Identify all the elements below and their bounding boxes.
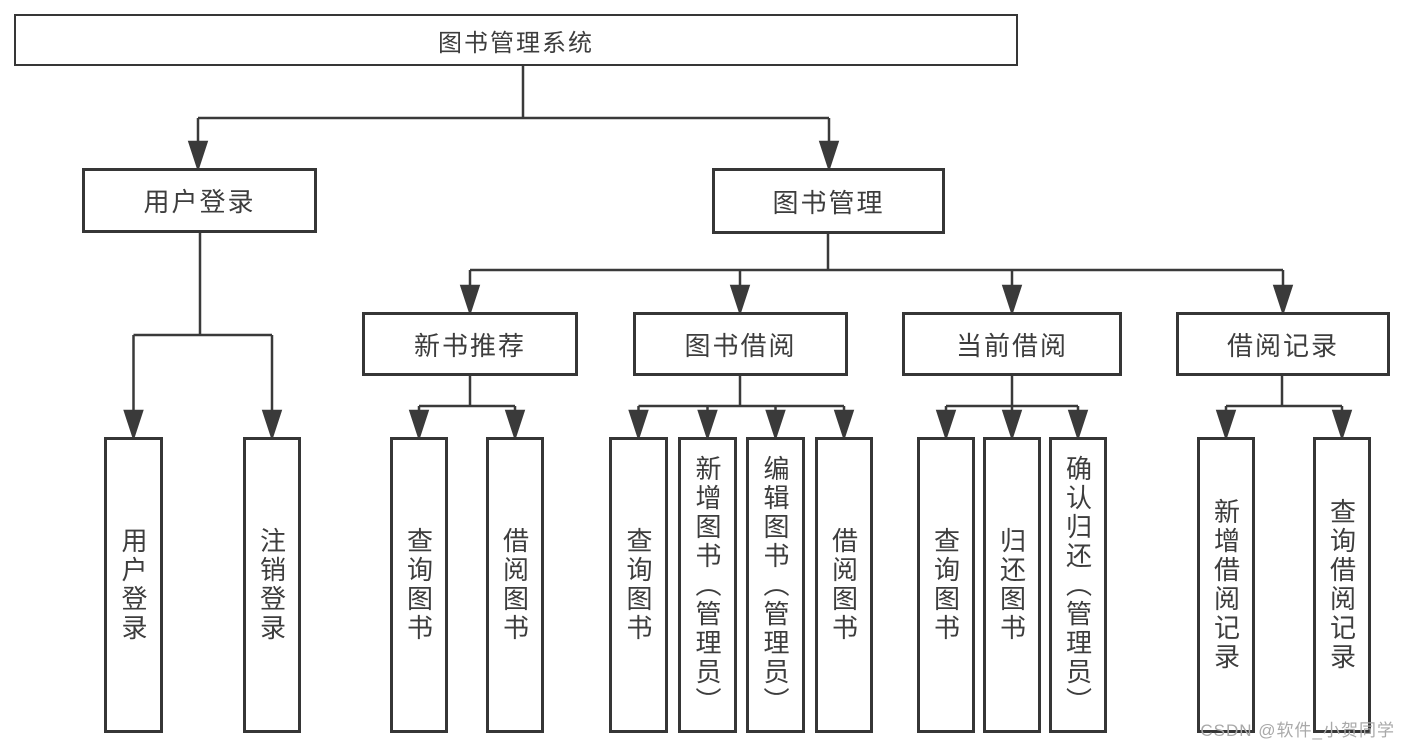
connector-current-borrow-to-leaves	[935, 376, 1089, 442]
leaf-add-borrow-record: 新增借阅记录	[1197, 437, 1255, 733]
leaf-add-book-admin: 新增图书（管理员）	[678, 437, 737, 733]
leaf-confirm-return-admin: 确认归还（管理员）	[1049, 437, 1107, 733]
leaf-user-login: 用户登录	[104, 437, 163, 733]
leaf-query-borrow-record: 查询借阅记录	[1313, 437, 1371, 733]
leaf-query-books-borrow: 查询图书	[609, 437, 668, 733]
leaf-return-book: 归还图书	[983, 437, 1041, 733]
node-book-management: 图书管理	[712, 168, 945, 234]
node-library-system: 图书管理系统	[14, 14, 1018, 66]
leaf-borrow-books-recommend: 借阅图书	[486, 437, 544, 733]
node-user-login: 用户登录	[82, 168, 317, 233]
connector-book-management-to-level3	[459, 234, 1294, 317]
node-book-borrow: 图书借阅	[633, 312, 848, 376]
connector-root-to-level2	[187, 64, 840, 173]
leaf-query-books-recommend: 查询图书	[390, 437, 448, 733]
leaf-borrow-books-borrow: 借阅图书	[815, 437, 873, 733]
watermark: CSDN @软件_小贺同学	[1200, 721, 1395, 740]
node-borrow-records: 借阅记录	[1176, 312, 1390, 376]
node-current-borrow: 当前借阅	[902, 312, 1122, 376]
leaf-logout: 注销登录	[243, 437, 301, 733]
connector-new-book-recommend-to-leaves	[408, 376, 526, 442]
node-new-book-recommend: 新书推荐	[362, 312, 578, 376]
connector-book-borrow-to-leaves	[628, 376, 855, 442]
leaf-query-books-current: 查询图书	[917, 437, 975, 733]
connector-user-login-to-leaves	[123, 233, 283, 442]
leaf-edit-book-admin: 编辑图书（管理员）	[746, 437, 805, 733]
connector-borrow-records-to-leaves	[1215, 376, 1353, 442]
